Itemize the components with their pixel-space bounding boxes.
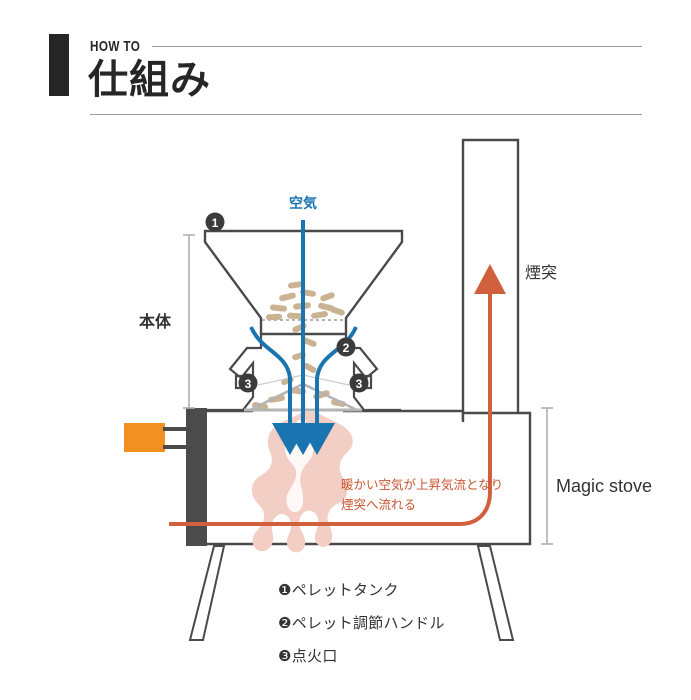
handle-grip	[124, 423, 165, 452]
legend-marker-1: ❶	[278, 582, 292, 599]
chimney-label: 煙突	[525, 264, 557, 282]
air-flow-left	[249, 326, 308, 455]
callout-3-right: 3	[349, 373, 369, 393]
legend-item-2: ❷ペレット調節ハンドル	[278, 612, 445, 633]
callout-1: 1	[205, 212, 225, 232]
ignition-door-assembly	[124, 408, 207, 546]
callout-3-left: 3	[238, 373, 258, 393]
legend-item-1: ❶ペレットタンク	[278, 579, 399, 600]
product-label: Magic stove	[556, 476, 652, 496]
air-flow-right	[299, 326, 358, 455]
stove-legs	[188, 545, 515, 641]
air-label: 空気	[289, 195, 317, 211]
stove-diagram: 空気 本体 煙突 Magic stove 暖かい空気が上昇気流となり 煙突へ流れ…	[0, 120, 691, 700]
legend-label-2: ペレット調節ハンドル	[291, 615, 445, 632]
header-bottom-rule	[90, 114, 642, 115]
body-label: 本体	[139, 312, 172, 331]
header-accent-bar	[49, 34, 69, 96]
header-eyebrow: HOW TO	[90, 38, 141, 55]
svg-text:2: 2	[343, 341, 350, 355]
hot-air-note-line-1: 暖かい空気が上昇気流となり	[341, 477, 503, 492]
callout-2: 2	[336, 337, 356, 357]
page-title: 仕組み	[88, 58, 211, 102]
dimension-magic-stove	[541, 407, 553, 545]
header-top-rule	[152, 46, 642, 47]
legend-marker-3: ❸	[278, 648, 292, 665]
hot-air-note-line-2: 煙突へ流れる	[341, 497, 416, 512]
svg-text:3: 3	[245, 377, 252, 391]
door-plate	[186, 408, 207, 546]
page-header: HOW TO 仕組み	[0, 0, 691, 130]
legend-label-1: ペレットタンク	[291, 582, 399, 599]
hot-air-flow-line	[169, 264, 506, 526]
legend-label-3: 点火口	[291, 648, 338, 665]
dimension-body	[183, 234, 195, 409]
burner-assembly	[206, 334, 401, 412]
legend-marker-2: ❷	[278, 615, 292, 632]
svg-text:3: 3	[356, 377, 363, 391]
air-flow-lines	[249, 220, 358, 455]
legend-item-3: ❸点火口	[278, 645, 338, 666]
svg-text:1: 1	[212, 216, 219, 230]
